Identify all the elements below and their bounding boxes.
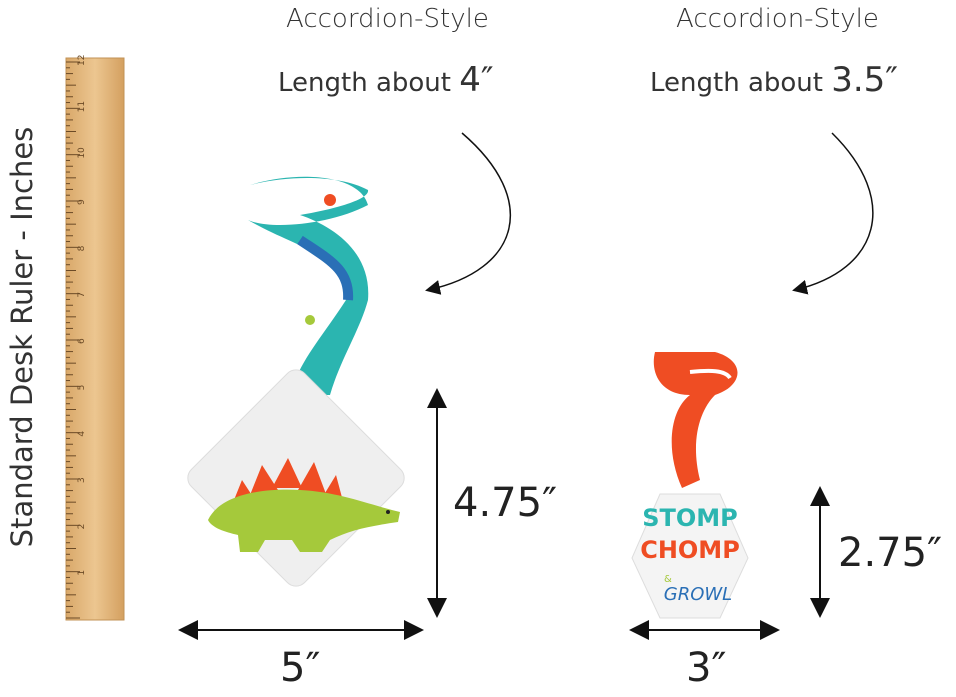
stomp-chomp-card [631, 493, 749, 619]
left-length-prefix: Length about [278, 68, 451, 98]
card-text-stomp: STOMP [642, 504, 738, 532]
card-text-growl: GROWL [664, 584, 732, 605]
right-length-text: Length about 3.5″ [650, 60, 898, 100]
left-length-text: Length about 4″ [278, 60, 494, 100]
ruler-tick-label: 8 [77, 245, 87, 251]
ruler-tick-label: 6 [77, 338, 87, 344]
left-height-label: 4.75″ [453, 480, 558, 526]
left-style-heading: Accordion-Style [286, 4, 489, 34]
dino-swirl-right [653, 352, 738, 488]
right-length-prefix: Length about [650, 68, 823, 98]
ruler-tick-label: 5 [77, 385, 87, 391]
ruler-tick-label: 3 [77, 477, 87, 483]
right-width-label: 3″ [686, 645, 727, 691]
ruler-tick-label: 7 [77, 292, 87, 298]
card-text-amp: & [664, 574, 672, 585]
ruler-tick-label: 10 [77, 147, 87, 159]
ruler-tick-label: 2 [77, 524, 87, 530]
card-text-chomp: CHOMP [640, 536, 740, 564]
ruler-tick-label: 4 [77, 431, 87, 437]
ruler-label: Standard Desk Ruler - Inches [5, 126, 39, 548]
right-style-heading: Accordion-Style [676, 4, 879, 34]
curved-arrow-left [425, 132, 512, 295]
ruler-tick-label: 9 [77, 199, 87, 205]
dino-swirl-left [248, 176, 369, 395]
right-height-label: 2.75″ [838, 530, 943, 576]
stegosaurus-card [187, 369, 405, 587]
ruler-tick-label: 12 [77, 55, 87, 66]
curved-arrow-right [792, 132, 874, 295]
left-length-value: 4″ [459, 60, 494, 100]
ruler-tick-label: 11 [77, 101, 87, 112]
ruler-tick-label: 1 [77, 570, 87, 576]
right-length-value: 3.5″ [831, 60, 899, 100]
left-width-label: 5″ [280, 645, 321, 691]
